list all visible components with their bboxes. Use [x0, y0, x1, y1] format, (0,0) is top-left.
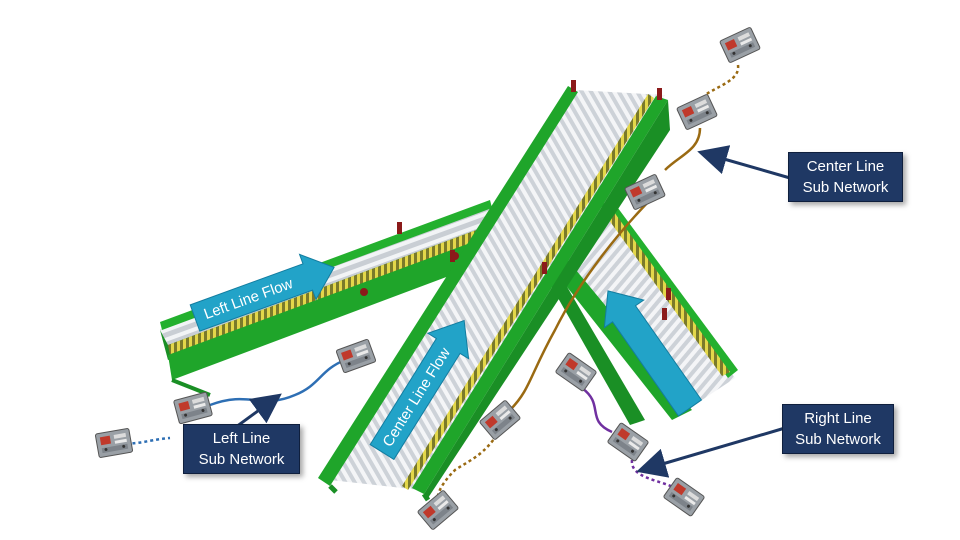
sensor-marker: [666, 288, 671, 300]
center-conveyor-leg-right: [421, 492, 431, 502]
center-network-cable-dotted-top: [704, 64, 740, 97]
io-module-icon: [554, 351, 598, 393]
sensor-marker: [397, 222, 402, 234]
right-callout-line1: Right Line: [804, 410, 872, 427]
right-network-cable-dotted: [630, 459, 676, 490]
left-line-subnetwork-callout: Left Line Sub Network: [183, 424, 300, 474]
sensor-marker: [360, 288, 368, 296]
center-conveyor-side-skirt: [424, 100, 670, 498]
io-module-icon: [94, 427, 134, 459]
sensor-marker: [657, 88, 662, 100]
sensor-marker: [451, 252, 459, 260]
io-module-icon: [662, 476, 706, 518]
center-line-subnetwork-callout: Center Line Sub Network: [788, 152, 903, 202]
center-conveyor-left-frame: [318, 86, 578, 486]
left-callout-line2: Sub Network: [198, 451, 285, 468]
io-module-icon: [676, 93, 718, 131]
right-line-subnetwork-callout: Right Line Sub Network: [782, 404, 894, 454]
io-module-icon: [606, 421, 650, 463]
sensor-marker: [571, 80, 576, 92]
right-callout-line2: Sub Network: [795, 431, 881, 448]
sensor-marker: [662, 308, 667, 320]
center-conveyor-chain: [402, 94, 654, 490]
center-network-cables: [436, 64, 740, 496]
center-network-cable: [664, 127, 702, 171]
right-network-cable: [581, 386, 613, 434]
sensor-marker: [542, 262, 547, 274]
io-module-icon: [335, 338, 377, 374]
center-network-cable-dotted-bottom: [436, 429, 502, 496]
center-callout-line2: Sub Network: [802, 179, 889, 196]
center-network-cable: [509, 194, 656, 411]
left-network-cable: [209, 358, 346, 407]
center-conveyor-right-frame: [412, 96, 668, 494]
photo-eye-sensors: [305, 80, 671, 320]
right-conveyor-side-frame: [545, 268, 645, 425]
io-module-icon: [172, 391, 214, 425]
left-conveyor-chain: [168, 222, 500, 355]
center-callout-line1: Center Line: [806, 158, 885, 175]
left-callout-line1: Left Line: [212, 430, 271, 447]
center-conveyor-leg-left: [328, 484, 338, 494]
right-callout-pointer-arrow: [636, 426, 786, 478]
right-conveyor-rollers: [560, 210, 735, 408]
left-network-cable-dotted: [114, 436, 171, 445]
center-callout-pointer-arrow: [697, 145, 791, 180]
left-network-cables: [114, 358, 346, 445]
left-conveyor-front-frame: [168, 232, 505, 380]
io-module-icon: [719, 26, 761, 64]
